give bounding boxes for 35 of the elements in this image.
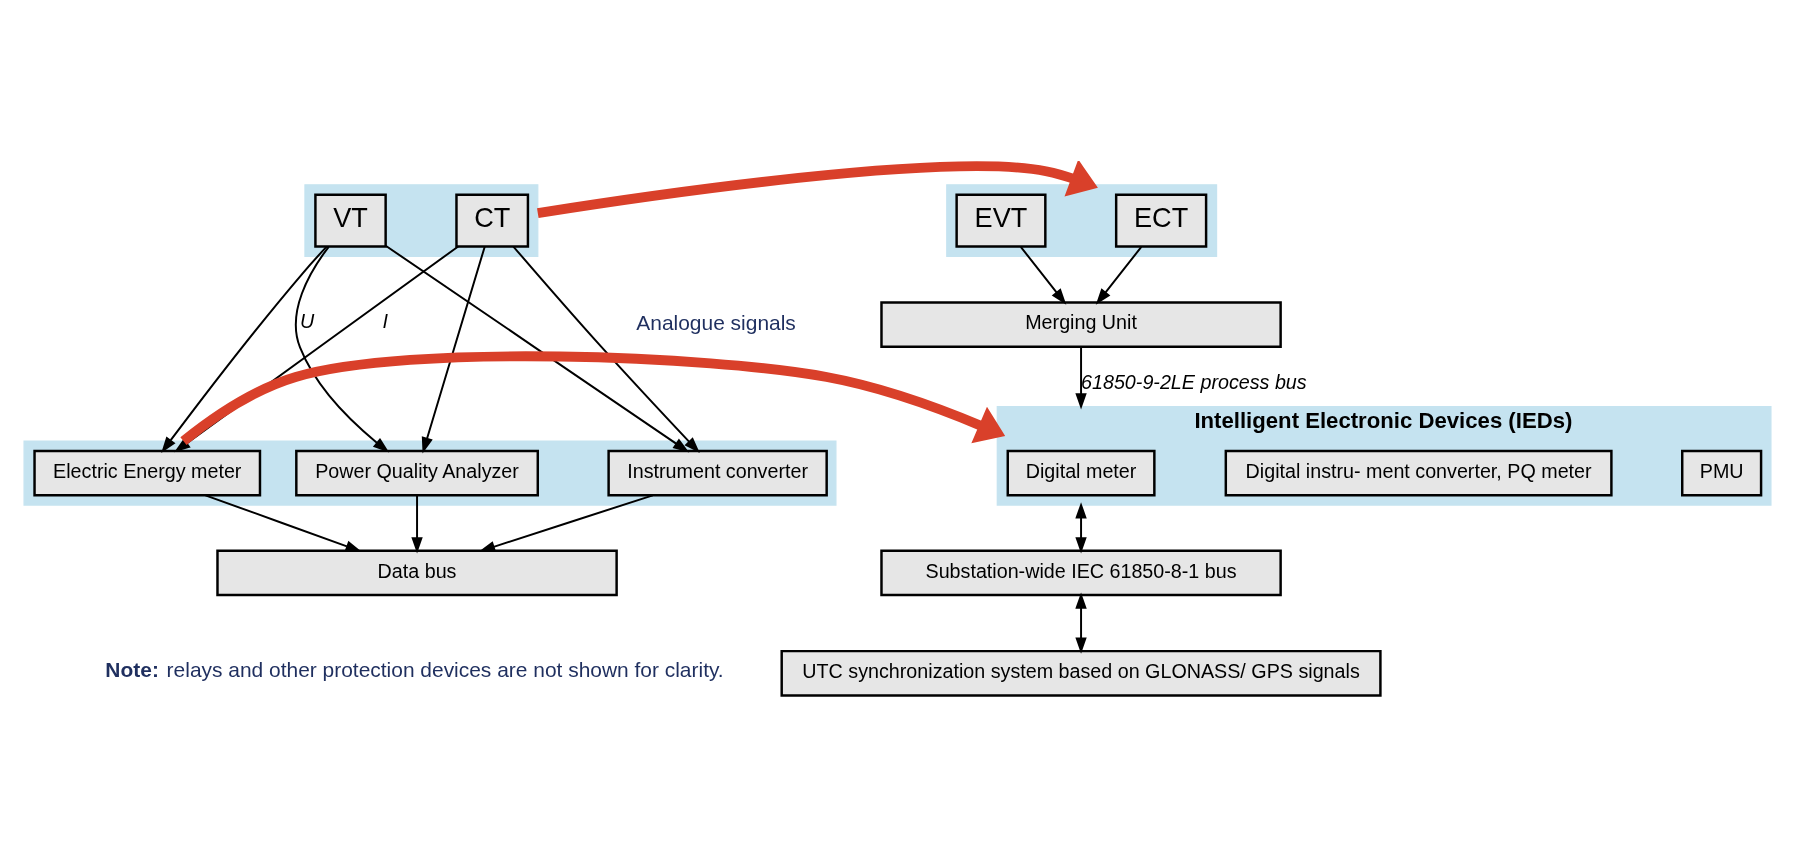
arrow bbox=[410, 494, 423, 554]
edge-label: U bbox=[299, 310, 314, 333]
node-box: Digital meter bbox=[1006, 449, 1156, 497]
edge-label: I bbox=[382, 310, 388, 333]
node-box: Substation-wide IEC 61850-8-1 bus bbox=[879, 549, 1282, 597]
node-box: Data bus bbox=[215, 549, 618, 597]
node-box: VT bbox=[313, 193, 387, 248]
node-box: UTC synchronization system based on GLONASS/ GPS signals bbox=[779, 649, 1382, 697]
label: Note: relays and other protection devices are not shown for clarity. bbox=[104, 658, 724, 682]
arrow bbox=[536, 161, 1098, 218]
arrow bbox=[511, 245, 700, 454]
arrow bbox=[294, 245, 389, 453]
arrow bbox=[1074, 502, 1087, 554]
label: Analogue signals bbox=[635, 310, 796, 334]
node-box: PMU bbox=[1680, 449, 1762, 497]
cluster bbox=[303, 184, 538, 257]
node-box: Digital instru- ment converter, PQ meter bbox=[1224, 449, 1613, 497]
cluster bbox=[945, 184, 1217, 257]
arrow bbox=[478, 494, 654, 552]
arrow bbox=[1019, 245, 1066, 305]
arrow bbox=[160, 245, 328, 453]
arrow bbox=[1074, 346, 1087, 410]
node-box: EVT bbox=[954, 193, 1047, 248]
arrow bbox=[1074, 592, 1087, 654]
arrow bbox=[179, 351, 1005, 445]
edge-label: 61850-9-2LE process bus bbox=[1080, 371, 1307, 394]
node-box: Power Quality Analyzer bbox=[294, 449, 539, 497]
node-box: Electric Energy meter bbox=[32, 449, 261, 497]
node-box: Instrument converter bbox=[606, 449, 828, 497]
node-box: Merging Unit bbox=[879, 301, 1282, 349]
arrow bbox=[1095, 245, 1142, 305]
node-box: CT bbox=[454, 193, 529, 248]
arrow bbox=[204, 494, 362, 552]
node-box: ECT bbox=[1114, 193, 1207, 248]
arrow bbox=[421, 245, 486, 454]
